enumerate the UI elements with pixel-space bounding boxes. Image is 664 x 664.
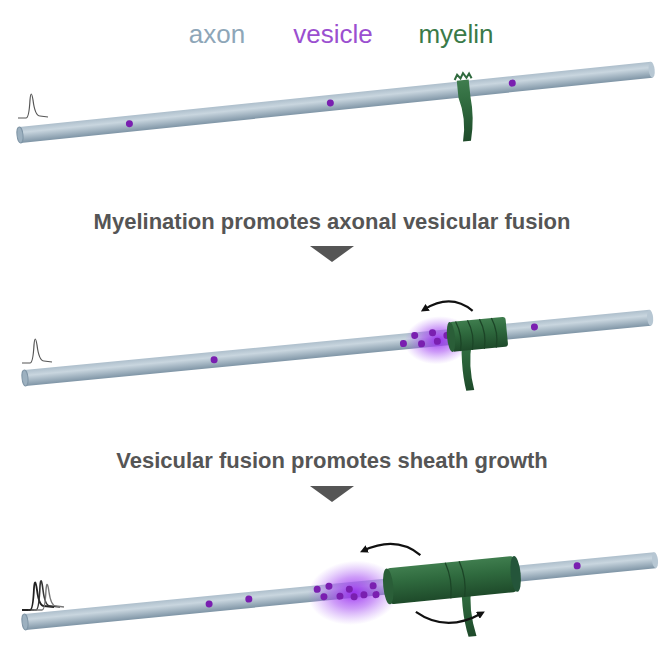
step-heading: Myelination promotes axonal vesicular fu…: [94, 209, 571, 235]
down-triangle: [310, 246, 354, 262]
legend-word: axon: [189, 19, 245, 50]
legend-word: vesicle: [293, 19, 372, 50]
legend-word: myelin: [418, 19, 493, 50]
down-triangle: [310, 486, 354, 502]
step-heading: Vesicular fusion promotes sheath growth: [116, 448, 548, 474]
